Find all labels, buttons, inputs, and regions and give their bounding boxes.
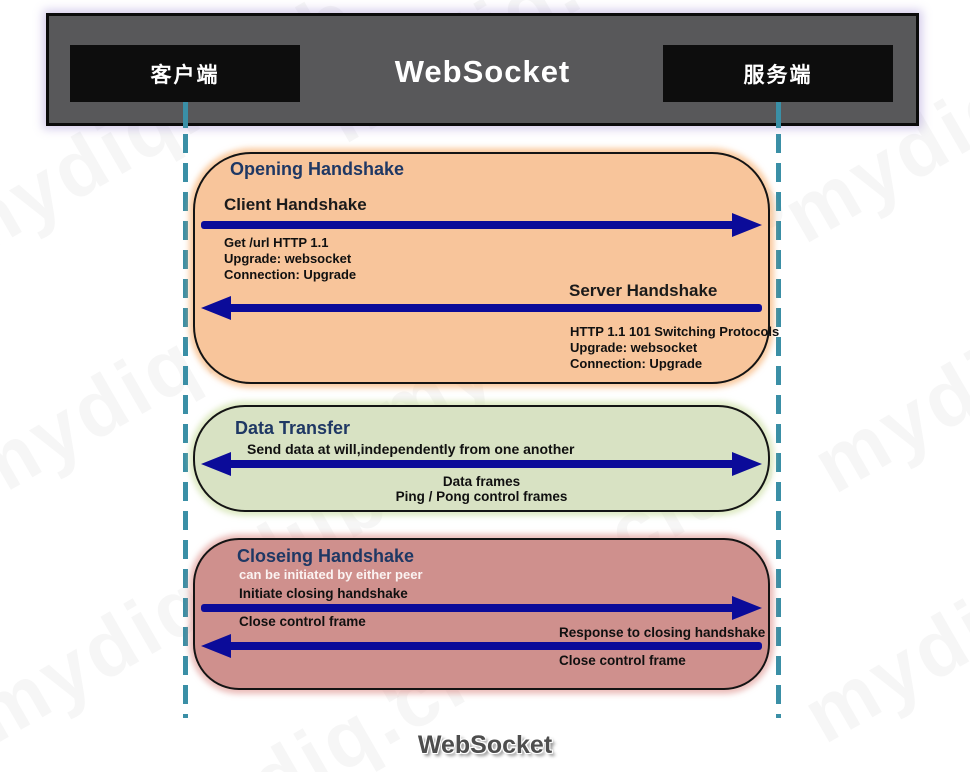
client-handshake-arrow-right xyxy=(201,213,762,237)
arrow-shaft xyxy=(225,460,738,468)
arrowhead-left-icon xyxy=(201,634,231,658)
response-line: HTTP 1.1 101 Switching Protocols xyxy=(570,324,780,339)
initiate-closing-label: Initiate closing handshake xyxy=(239,586,408,601)
server-response-headers: HTTP 1.1 101 Switching Protocols Upgrade… xyxy=(570,324,779,372)
client-lifeline-stub xyxy=(183,102,188,128)
arrow-shaft xyxy=(225,642,762,650)
initiate-closing-arrow-right xyxy=(201,596,762,620)
data-frames-lines: Data frames Ping / Pong control frames xyxy=(195,474,768,504)
arrowhead-right-icon xyxy=(732,452,762,476)
server-lifeline-stub xyxy=(776,102,781,128)
arrowhead-left-icon xyxy=(201,296,231,320)
arrow-shaft xyxy=(225,304,762,312)
close-control-frame-right-label: Close control frame xyxy=(559,653,686,668)
response-closing-arrow-left xyxy=(201,634,762,658)
arrow-shaft xyxy=(201,604,738,612)
response-line: Upgrade: websocket xyxy=(570,340,698,355)
footer-title: WebSocket xyxy=(417,731,553,759)
server-endpoint-label: 服务端 xyxy=(743,63,813,87)
server-handshake-arrow-left xyxy=(201,296,762,320)
closing-subtitle: can be initiated by either peer xyxy=(239,567,423,582)
data-transfer-subtitle: Send data at will,independently from one… xyxy=(247,441,575,457)
client-endpoint-label: 客户端 xyxy=(150,63,220,87)
request-line: Get /url HTTP 1.1 xyxy=(224,235,329,250)
request-line: Connection: Upgrade xyxy=(224,267,357,282)
close-control-frame-left-label: Close control frame xyxy=(239,614,366,629)
opening-title: Opening Handshake xyxy=(230,159,405,179)
data-transfer-title: Data Transfer xyxy=(235,418,351,438)
arrowhead-left-icon xyxy=(201,452,231,476)
client-lifeline xyxy=(183,134,188,718)
closing-title: Closeing Handshake xyxy=(237,546,415,566)
opening-handshake-box: Opening Handshake Client Handshake Get /… xyxy=(193,152,779,384)
request-line: Upgrade: websocket xyxy=(224,251,352,266)
ping-pong-line: Ping / Pong control frames xyxy=(395,489,568,504)
watermark-text: mydiq.club xyxy=(788,451,970,760)
closing-handshake-box: Closeing Handshake can be initiated by e… xyxy=(193,538,770,690)
arrowhead-right-icon xyxy=(732,213,762,237)
data-frames-line: Data frames xyxy=(442,474,521,489)
response-closing-label: Response to closing handshake xyxy=(559,625,766,640)
server-handshake-label: Server Handshake xyxy=(569,281,718,300)
header-title: WebSocket xyxy=(394,54,571,89)
server-endpoint-box: 服务端 xyxy=(663,45,893,102)
client-endpoint-box: 客户端 xyxy=(70,45,300,102)
server-lifeline xyxy=(776,134,781,718)
data-transfer-box: Data Transfer Send data at will,independ… xyxy=(193,405,770,512)
client-handshake-label: Client Handshake xyxy=(224,195,367,214)
response-line: Connection: Upgrade xyxy=(570,356,703,371)
arrowhead-right-icon xyxy=(732,596,762,620)
client-request-headers: Get /url HTTP 1.1 Upgrade: websocket Con… xyxy=(224,235,356,283)
arrow-shaft xyxy=(201,221,738,229)
data-transfer-arrow-both xyxy=(201,452,762,476)
